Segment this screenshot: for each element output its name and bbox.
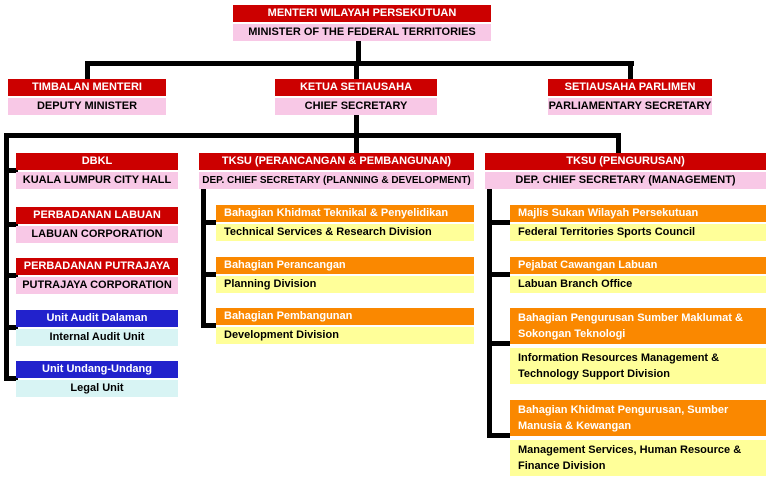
connector-stub-planning-division	[201, 272, 216, 277]
org-node-dbkl: DBKL KUALA LUMPUR CITY HALL	[16, 153, 178, 189]
org-node-tksu-management: TKSU (PENGURUSAN) DEP. CHIEF SECRETARY (…	[485, 153, 766, 189]
connector-stub-sports-council	[487, 220, 510, 225]
connector-tksu-management-drop	[616, 133, 621, 153]
org-node-tksu-planning: TKSU (PERANCANGAN & PEMBANGUNAN) DEP. CH…	[199, 153, 474, 189]
org-node-planning-division-title: Bahagian Perancangan	[216, 257, 474, 274]
connector-parliament-drop	[628, 61, 633, 79]
connector-stub-technical-services	[201, 220, 216, 225]
org-node-management-services-title: Bahagian Khidmat Pengurusan, Sumber Manu…	[510, 400, 766, 436]
org-node-legal-unit: Unit Undang-Undang Legal Unit	[16, 361, 178, 397]
org-node-putrajaya-corporation-subtitle: PUTRAJAYA CORPORATION	[16, 277, 178, 294]
org-node-minister-subtitle: MINISTER OF THE FEDERAL TERRITORIES	[233, 24, 491, 41]
org-node-internal-audit-unit-title: Unit Audit Dalaman	[16, 310, 178, 327]
org-node-management-services: Bahagian Khidmat Pengurusan, Sumber Manu…	[510, 400, 766, 476]
org-node-info-resources-title: Bahagian Pengurusan Sumber Maklumat & So…	[510, 308, 766, 344]
org-node-info-resources: Bahagian Pengurusan Sumber Maklumat & So…	[510, 308, 766, 384]
org-node-internal-audit-unit-subtitle: Internal Audit Unit	[16, 329, 178, 346]
connector-stub-dbkl	[4, 168, 18, 173]
org-node-sports-council: Majlis Sukan Wilayah Persekutuan Federal…	[510, 205, 766, 241]
connector-planning-spine	[201, 189, 206, 328]
org-node-legal-unit-title: Unit Undang-Undang	[16, 361, 178, 378]
org-node-putrajaya-corporation: PERBADANAN PUTRAJAYA PUTRAJAYA CORPORATI…	[16, 258, 178, 294]
org-node-putrajaya-corporation-title: PERBADANAN PUTRAJAYA	[16, 258, 178, 275]
org-node-management-services-subtitle: Management Services, Human Resource & Fi…	[510, 440, 766, 476]
connector-stub-putrajaya-corp	[4, 273, 18, 278]
org-node-parliamentary-secretary-subtitle: PARLIAMENTARY SECRETARY	[548, 98, 712, 115]
connector-management-spine	[487, 189, 492, 438]
connector-minister-down	[356, 40, 361, 63]
org-node-planning-division: Bahagian Perancangan Planning Division	[216, 257, 474, 293]
connector-deputy-drop	[85, 61, 90, 79]
org-node-minister: MENTERI WILAYAH PERSEKUTUAN MINISTER OF …	[233, 5, 491, 41]
org-node-parliamentary-secretary-title: SETIAUSAHA PARLIMEN	[548, 79, 712, 96]
org-node-chief-secretary: KETUA SETIAUSAHA CHIEF SECRETARY	[275, 79, 437, 115]
org-node-development-division: Bahagian Pembangunan Development Divisio…	[216, 308, 474, 344]
org-node-labuan-branch-office: Pejabat Cawangan Labuan Labuan Branch Of…	[510, 257, 766, 293]
org-node-labuan-corporation: PERBADANAN LABUAN LABUAN CORPORATION	[16, 207, 178, 243]
org-node-sports-council-subtitle: Federal Territories Sports Council	[510, 224, 766, 241]
org-node-internal-audit-unit: Unit Audit Dalaman Internal Audit Unit	[16, 310, 178, 346]
org-node-sports-council-title: Majlis Sukan Wilayah Persekutuan	[510, 205, 766, 222]
connector-chief-down	[354, 115, 359, 136]
org-node-development-division-subtitle: Development Division	[216, 327, 474, 344]
connector-chief-drop	[354, 61, 359, 79]
org-node-dbkl-title: DBKL	[16, 153, 178, 170]
connector-tksu-planning-drop	[354, 133, 359, 153]
org-node-tksu-management-title: TKSU (PENGURUSAN)	[485, 153, 766, 170]
connector-stub-labuan-branch	[487, 272, 510, 277]
connector-stub-labuan-corp	[4, 222, 18, 227]
org-node-labuan-branch-office-title: Pejabat Cawangan Labuan	[510, 257, 766, 274]
org-node-tksu-management-subtitle: DEP. CHIEF SECRETARY (MANAGEMENT)	[485, 172, 766, 189]
org-node-technical-services-subtitle: Technical Services & Research Division	[216, 224, 474, 241]
org-node-dbkl-subtitle: KUALA LUMPUR CITY HALL	[16, 172, 178, 189]
connector-stub-management-services	[487, 433, 510, 438]
org-node-chief-secretary-subtitle: CHIEF SECRETARY	[275, 98, 437, 115]
org-node-labuan-corporation-title: PERBADANAN LABUAN	[16, 207, 178, 224]
connector-row2-horizontal	[85, 61, 634, 66]
org-node-tksu-planning-title: TKSU (PERANCANGAN & PEMBANGUNAN)	[199, 153, 474, 170]
org-node-parliamentary-secretary: SETIAUSAHA PARLIMEN PARLIAMENTARY SECRET…	[548, 79, 712, 115]
org-node-tksu-planning-subtitle: DEP. CHIEF SECRETARY (PLANNING & DEVELOP…	[199, 172, 474, 189]
org-node-development-division-title: Bahagian Pembangunan	[216, 308, 474, 325]
connector-stub-legal-unit	[4, 376, 18, 381]
connector-stub-development-division	[201, 323, 216, 328]
connector-left-spine	[4, 133, 9, 381]
connector-row3-horizontal	[4, 133, 621, 138]
org-node-labuan-corporation-subtitle: LABUAN CORPORATION	[16, 226, 178, 243]
connector-stub-internal-audit	[4, 325, 18, 330]
org-node-minister-title: MENTERI WILAYAH PERSEKUTUAN	[233, 5, 491, 22]
org-node-deputy-minister-subtitle: DEPUTY MINISTER	[8, 98, 166, 115]
org-node-chief-secretary-title: KETUA SETIAUSAHA	[275, 79, 437, 96]
connector-stub-info-resources	[487, 341, 510, 346]
org-node-planning-division-subtitle: Planning Division	[216, 276, 474, 293]
org-node-legal-unit-subtitle: Legal Unit	[16, 380, 178, 397]
org-node-deputy-minister: TIMBALAN MENTERI DEPUTY MINISTER	[8, 79, 166, 115]
org-node-technical-services-title: Bahagian Khidmat Teknikal & Penyelidikan	[216, 205, 474, 222]
org-node-labuan-branch-office-subtitle: Labuan Branch Office	[510, 276, 766, 293]
org-node-technical-services: Bahagian Khidmat Teknikal & Penyelidikan…	[216, 205, 474, 241]
org-node-info-resources-subtitle: Information Resources Management & Techn…	[510, 348, 766, 384]
org-node-deputy-minister-title: TIMBALAN MENTERI	[8, 79, 166, 96]
